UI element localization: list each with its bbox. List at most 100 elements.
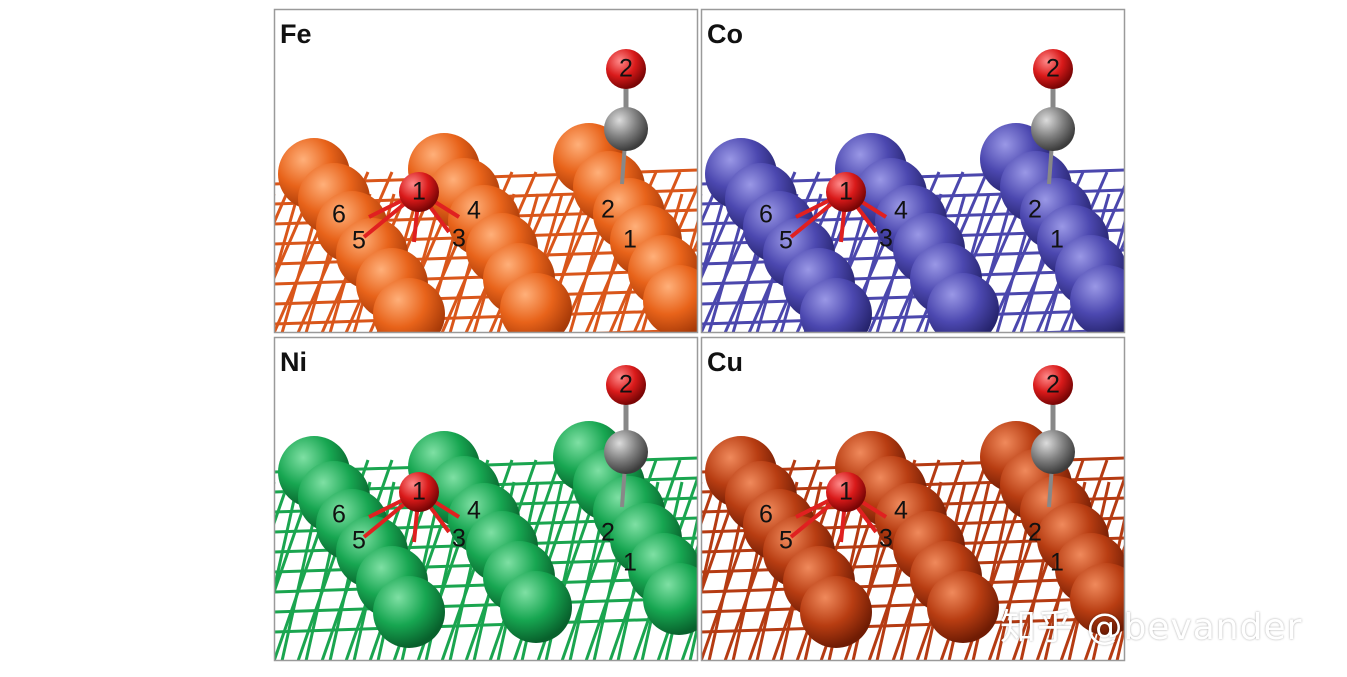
- atom-number-label: 4: [894, 497, 908, 525]
- lattice-line: [1253, 172, 1323, 333]
- panel-border: [700, 8, 1126, 334]
- atom-number-label: 5: [352, 527, 366, 555]
- lattice-line: [202, 172, 272, 333]
- metal-atom: [500, 571, 572, 643]
- atom-number-label: 4: [894, 197, 908, 225]
- carbon-atom: [1031, 107, 1075, 151]
- lattice-line: [701, 481, 727, 597]
- atom-number-label: 3: [879, 525, 893, 553]
- lattice-line: [688, 618, 698, 661]
- lattice-line: [1141, 194, 1181, 333]
- lattice-line: [701, 308, 1125, 326]
- lattice-line: [1157, 172, 1227, 333]
- lattice-line: [1181, 172, 1251, 333]
- panel-label: Cu: [707, 347, 743, 377]
- lattice-line: [274, 193, 300, 283]
- atom-number-label: 6: [332, 501, 346, 529]
- atom-number-label: 3: [452, 525, 466, 553]
- panel-label: Ni: [280, 347, 307, 377]
- lattice-line: [130, 172, 200, 333]
- panel-label: Fe: [280, 19, 312, 49]
- panel-label: Co: [707, 19, 743, 49]
- metal-atom: [1070, 563, 1125, 635]
- atom-number-label: 1: [839, 478, 853, 506]
- lattice-line: [1237, 194, 1277, 333]
- lattice-line: [274, 459, 298, 528]
- atom-number-label: 6: [759, 201, 773, 229]
- lattice-line: [274, 194, 276, 200]
- metal-atom: [373, 576, 445, 648]
- atom-number-label: 2: [1046, 55, 1060, 83]
- atom-number-label: 5: [779, 527, 793, 555]
- lattice-line: [178, 172, 248, 333]
- atom-number-label: 5: [352, 227, 366, 255]
- co-oxygen-atom: [1033, 365, 1073, 405]
- atom-number-label: 1: [412, 478, 426, 506]
- lattice-line: [202, 460, 272, 661]
- metal-atom: [373, 278, 445, 333]
- atom-number-label: 1: [1050, 226, 1064, 254]
- carbon-atom: [604, 430, 648, 474]
- metal-atom: [643, 563, 698, 635]
- atom-number-label: 2: [601, 519, 615, 547]
- lattice-line: [1261, 194, 1301, 333]
- carbon-atom: [1031, 430, 1075, 474]
- metal-atom: [800, 278, 872, 333]
- lattice-line: [701, 459, 725, 528]
- atom-number-label: 4: [467, 497, 481, 525]
- carbon-atom: [604, 107, 648, 151]
- lattice-line: [1229, 172, 1299, 333]
- oxygen-adatom: [826, 172, 866, 212]
- panel-border: [700, 336, 1126, 662]
- atom-number-label: 4: [467, 197, 481, 225]
- metal-atom: [927, 571, 999, 643]
- atom-number-label: 5: [779, 227, 793, 255]
- atom-number-label: 2: [619, 55, 633, 83]
- co-oxygen-atom: [606, 49, 646, 89]
- lattice-line: [274, 482, 276, 489]
- atom-number-label: 2: [601, 196, 615, 224]
- lattice-line: [274, 171, 298, 227]
- metal-atom: [800, 576, 872, 648]
- lattice-line: [178, 460, 248, 661]
- co-oxygen-atom: [1033, 49, 1073, 89]
- lattice-line: [154, 460, 224, 661]
- lattice-line: [1213, 194, 1253, 333]
- panel-border: [273, 8, 699, 334]
- atom-number-label: 2: [1028, 519, 1042, 547]
- atom-number-label: 6: [332, 201, 346, 229]
- lattice-line: [1133, 172, 1203, 333]
- atom-number-label: 3: [879, 225, 893, 253]
- oxygen-adatom: [826, 472, 866, 512]
- panel-border: [273, 336, 699, 662]
- lattice-line: [701, 171, 725, 227]
- lattice-line: [1189, 194, 1229, 333]
- lattice-line: [1115, 618, 1125, 661]
- atom-number-label: 6: [759, 501, 773, 529]
- lattice-line: [1205, 172, 1275, 333]
- co-oxygen-atom: [606, 365, 646, 405]
- metal-atom: [500, 273, 572, 333]
- atom-number-label: 1: [623, 226, 637, 254]
- atom-number-label: 3: [452, 225, 466, 253]
- metal-atom: [1070, 265, 1125, 333]
- atom-number-label: 1: [1050, 549, 1064, 577]
- lattice-line: [701, 193, 727, 283]
- watermark: 知乎 @bevander: [1000, 607, 1303, 648]
- lattice-line: [274, 308, 698, 326]
- atom-number-label: 2: [619, 371, 633, 399]
- lattice-line: [154, 172, 224, 333]
- lattice-line: [274, 481, 300, 597]
- metal-atom: [643, 265, 698, 333]
- lattice-line: [130, 460, 200, 661]
- oxygen-adatom: [399, 472, 439, 512]
- lattice-line: [1165, 194, 1205, 333]
